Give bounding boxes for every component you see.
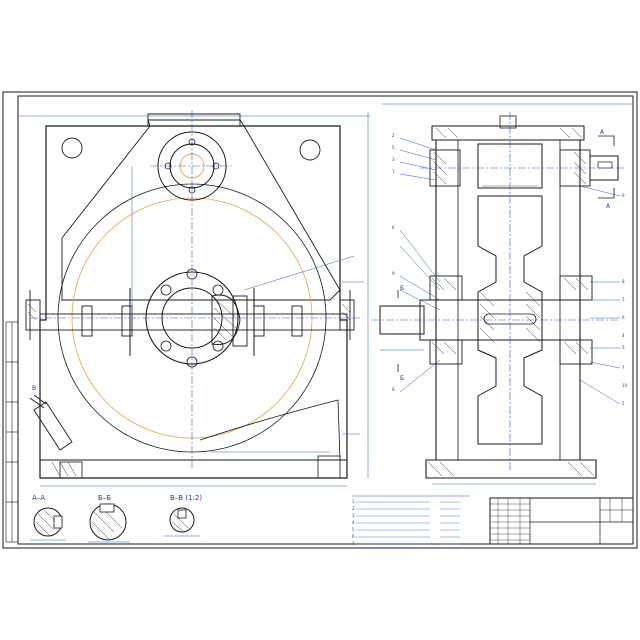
split-flange [39,313,348,331]
note-number: 7 [352,541,355,546]
cut-mark-b-bottom: Б [400,375,404,382]
side-section-view [372,103,632,485]
centerlines [30,110,360,470]
position-number: 9 [622,193,625,198]
section-dimensions [380,103,632,485]
section-centerlines [372,112,624,470]
wheel-body [477,195,543,445]
left-margin-strip [5,321,19,543]
position-number: 6 [622,315,625,320]
position-number: 6 [392,225,395,230]
position-number: 9 [392,271,395,276]
position-number: 4 [622,333,625,338]
cut-mark-a-bottom: А [606,203,611,210]
note-number: 3 [352,513,355,518]
section-details [30,503,200,543]
note-number: 2 [352,506,355,511]
cover-trapezoid [61,119,341,301]
front-view [18,110,370,487]
position-number: 3 [622,345,625,350]
position-number: 3 [392,157,395,162]
dimension-lines [18,112,370,487]
section-v-shape [169,507,195,533]
title-block [489,497,634,545]
lifting-hole-right [299,139,321,161]
housing-outline [39,125,348,479]
technical-notes [352,495,470,545]
sectioned-bolt [211,294,241,345]
position-number: 7 [622,365,625,370]
section-label-b: Б–Б [98,494,111,502]
sheet-border [2,91,638,549]
output-bearings [429,275,593,365]
note-number: 6 [352,534,355,539]
section-base [425,459,597,479]
position-number: 5 [622,297,625,302]
position-number: 2 [392,133,395,138]
position-number: 8 [392,387,395,392]
note-number: 5 [352,527,355,532]
note-number: 4 [352,520,355,525]
section-label-a: А–А [32,494,45,502]
cut-mark-b-top: Б [400,285,404,292]
position-number: 8 [622,279,625,284]
drawing-frame [17,95,634,545]
cut-mark-v: В [32,385,36,392]
position-number: 10 [622,383,628,388]
position-number: 2 [622,401,625,406]
cut-mark-a-top: А [600,129,605,136]
position-number: 7 [392,169,395,174]
lifting-hole-left [61,137,83,159]
base-plate [39,459,348,479]
section-label-v: В–В (1:2) [170,494,202,502]
position-number: 5 [392,145,395,150]
split-bolts [25,290,355,340]
top-cover [431,125,585,141]
note-number: 1 [352,499,355,504]
oil-dipstick [29,394,73,451]
